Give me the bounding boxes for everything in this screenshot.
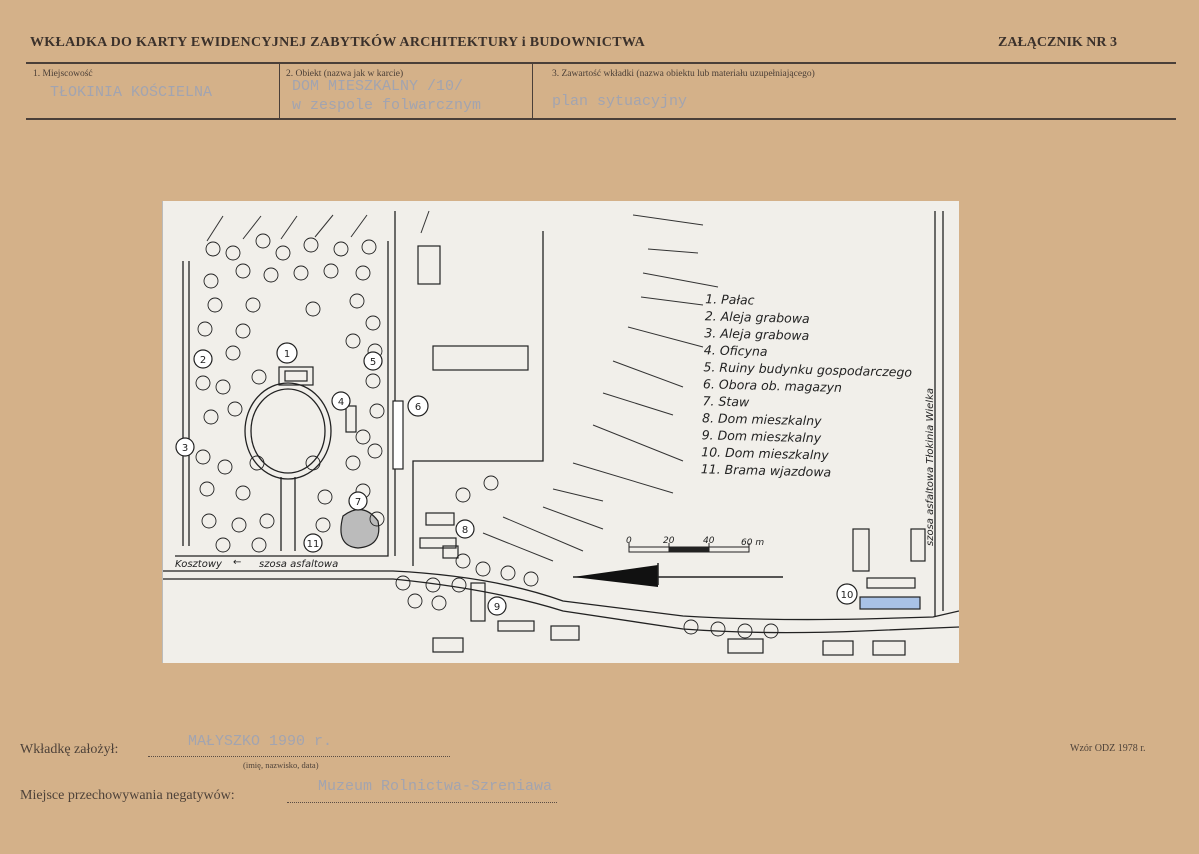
north-arrow (573, 563, 783, 587)
building-south-1 (470, 582, 486, 622)
object-label: 2. Obiekt (nazwa jak w karcie) (286, 69, 404, 79)
header-rule-top (26, 62, 1176, 64)
building-annex (345, 405, 357, 433)
marker-5: 5 (370, 357, 376, 368)
building-east-3 (866, 577, 916, 589)
building-8 (419, 537, 457, 549)
marker-8: 8 (462, 525, 468, 536)
field-divider-1 (279, 64, 280, 118)
loop-alley-inner (250, 388, 326, 474)
building-9 (497, 620, 535, 632)
loop-alley (244, 382, 332, 480)
marker-7: 7 (355, 497, 361, 508)
tree-avenue-left (182, 261, 190, 546)
content-label: 3. Zawartość wkładki (nazwa obiektu lub … (552, 69, 815, 79)
building-cowshed (392, 400, 404, 470)
building-east-1 (852, 528, 870, 572)
scale-bar: 0 20 40 60 m (626, 536, 764, 553)
marker-9: 9 (494, 602, 500, 613)
scale-tick-60: 60 m (741, 538, 764, 548)
site-plan-drawing: 1 2 3 4 5 6 7 8 9 10 11 0 (163, 210, 959, 656)
building-north (417, 245, 441, 285)
locality-value: TŁOKINIA KOŚCIELNA (50, 84, 213, 101)
pond-drawing (340, 509, 380, 549)
header-rule-bottom (26, 118, 1176, 120)
gate-block (442, 545, 459, 559)
field-divider-2 (532, 64, 533, 118)
building-10 (859, 596, 921, 610)
entrance-alley (280, 477, 296, 551)
building-east-2 (910, 528, 926, 562)
building-palace-inner (284, 370, 308, 382)
building-palace (278, 366, 314, 386)
marker-2: 2 (200, 355, 206, 366)
road-edge-bottom (163, 578, 959, 634)
scale-tick-20: 20 (663, 536, 675, 546)
founder-label: Wkładkę założył: (20, 742, 119, 757)
object-value-line-2: w zespole folwarcznym (292, 97, 482, 114)
annex-number: ZAŁĄCZNIK NR 3 (998, 35, 1118, 50)
form-code: Wzór ODZ 1978 r. (1070, 743, 1146, 754)
building-south-4 (727, 638, 764, 654)
building-south-6 (872, 640, 906, 656)
storage-value: Muzeum Rolnictwa-Szreniawa (318, 778, 553, 795)
form-title: WKŁADKA DO KARTY EWIDENCYJNEJ ZABYTKÓW A… (30, 35, 646, 50)
scale-tick-0: 0 (626, 536, 632, 546)
road-label-mid: szosa asfaltowa (259, 559, 339, 570)
founder-hint: (imię, nazwisko, data) (243, 760, 319, 770)
locality-label: 1. Miejscowość (33, 69, 93, 79)
scale-tick-40: 40 (703, 536, 715, 546)
park-boundary (175, 241, 389, 557)
founder-dotline (148, 756, 450, 757)
object-value-line-1: DOM MIESZKALNY /10/ (292, 78, 464, 95)
farmyard-boundary (412, 231, 544, 566)
founder-value: MAŁYSZKO 1990 r. (188, 733, 333, 750)
building-barn (432, 345, 529, 371)
storage-label: Miejsce przechowywania negatywów: (20, 788, 235, 803)
marker-10: 10 (841, 590, 854, 601)
building-south-3 (432, 637, 464, 653)
plan-markers (175, 342, 858, 616)
site-plan-photo: 1 2 3 4 5 6 7 8 9 10 11 0 (162, 201, 959, 663)
field-hatching (206, 210, 719, 562)
road-label-left: Kosztowy (175, 559, 222, 570)
marker-11: 11 (307, 539, 320, 550)
road-edge-top (163, 570, 959, 621)
tree-canopies (195, 233, 779, 639)
arrow-label: ← (233, 557, 242, 568)
storage-dotline (287, 802, 557, 803)
plan-legend: 1. Pałac 2. Aleja grabowa 3. Aleja grabo… (701, 290, 914, 482)
road-label-vertical: szosa asfaltowa Tłokinia Wielka (925, 388, 936, 546)
marker-1: 1 (284, 349, 290, 360)
building-8a (425, 512, 455, 526)
marker-4: 4 (338, 397, 344, 408)
content-value: plan sytuacyjny (552, 93, 688, 110)
marker-6: 6 (415, 402, 421, 413)
building-south-2 (550, 625, 580, 641)
building-south-5 (822, 640, 854, 656)
marker-3: 3 (182, 443, 188, 454)
